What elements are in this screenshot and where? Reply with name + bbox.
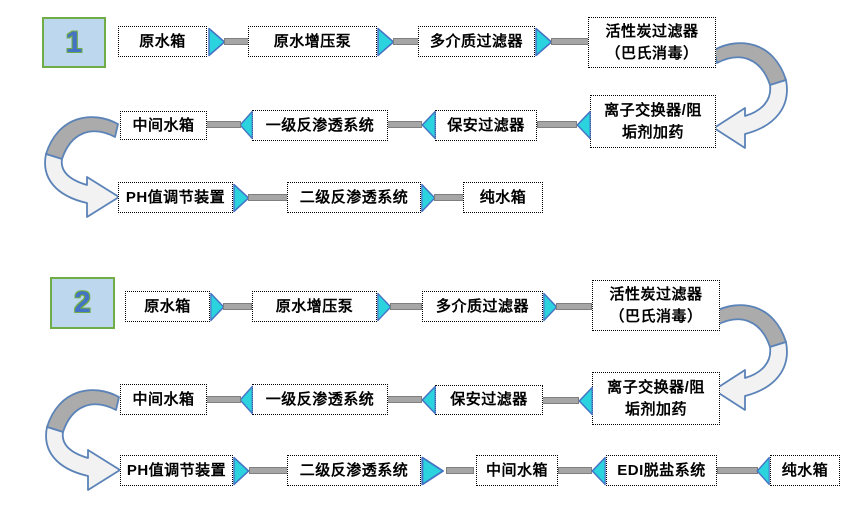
node-raw-water-tank: 原水箱 <box>125 291 210 322</box>
flow-arrow-left-icon <box>421 385 436 415</box>
node-pure-water-tank: 纯水箱 <box>770 455 840 486</box>
connector-bar <box>551 38 589 45</box>
connector-bar <box>556 303 592 310</box>
node-security-filter: 保安过滤器 <box>435 110 537 141</box>
node-raw-water-tank: 原水箱 <box>118 26 207 57</box>
flow-arrow-left-icon <box>756 456 770 486</box>
connector-bar <box>446 467 474 474</box>
flow-arrow-right-icon <box>421 183 436 213</box>
connector-bar <box>206 121 241 128</box>
flow-arrow-left-icon <box>239 110 253 140</box>
flow-arrow-left-icon <box>421 110 436 140</box>
connector-bar <box>248 194 288 201</box>
curved-arrow-down-right-icon <box>44 116 120 218</box>
node-edi-system: EDI脱盐系统 <box>606 455 717 486</box>
node-ph-adjuster: PH值调节装置 <box>120 455 233 486</box>
node-multimedia-filter: 多介质过滤器 <box>418 26 535 57</box>
flow-arrow-right-icon <box>377 27 395 57</box>
curved-arrow-down-right-icon <box>45 389 121 491</box>
connector-bar <box>249 467 288 474</box>
connector-bar <box>434 194 465 201</box>
node-intermediate-tank: 中间水箱 <box>120 384 207 415</box>
node-ro-stage1: 一级反渗透系统 <box>252 110 388 141</box>
flow-arrow-left-icon <box>591 456 606 486</box>
curved-arrow-down-left-icon <box>713 304 788 411</box>
flow-arrow-right-icon <box>208 27 226 57</box>
connector-bar <box>558 467 592 474</box>
node-ro-stage2: 二级反渗透系统 <box>287 182 421 213</box>
connector-bar <box>537 121 577 128</box>
connector-bar <box>390 303 422 310</box>
connector-bar <box>387 121 422 128</box>
flow-arrow-right-icon <box>377 292 392 322</box>
node-multimedia-filter: 多介质过滤器 <box>422 291 543 322</box>
node-carbon-filter: 活性炭过滤器 （巴氏消毒） <box>588 17 716 68</box>
connector-bar <box>393 38 419 45</box>
flow-1-badge: 1 <box>42 17 106 68</box>
node-ro-stage2: 二级反渗透系统 <box>287 455 421 486</box>
flow-arrow-right-icon <box>421 456 444 486</box>
node-ion-exchanger: 离子交换器/阻 垢剂加药 <box>590 95 716 148</box>
connector-bar <box>541 397 579 404</box>
flow-arrow-right-icon <box>233 183 250 213</box>
node-pure-water-tank: 纯水箱 <box>463 182 543 213</box>
flow-arrow-left-icon <box>576 110 591 140</box>
flow-arrow-right-icon <box>210 292 225 322</box>
node-carbon-filter: 活性炭过滤器 （巴氏消毒） <box>592 280 720 331</box>
node-booster-pump: 原水增压泵 <box>252 291 377 322</box>
flow-arrow-left-icon <box>578 386 593 416</box>
node-intermediate-tank-2: 中间水箱 <box>476 455 558 486</box>
node-ion-exchanger: 离子交换器/阻 垢剂加药 <box>592 372 720 425</box>
flow-arrow-left-icon <box>239 385 253 415</box>
flow-arrow-right-icon <box>233 456 250 486</box>
node-booster-pump: 原水增压泵 <box>248 26 377 57</box>
connector-bar <box>224 38 249 45</box>
node-ph-adjuster: PH值调节装置 <box>118 182 233 213</box>
curved-arrow-down-left-icon <box>713 42 788 149</box>
node-ro-stage1: 一级反渗透系统 <box>252 384 388 415</box>
flow-arrow-right-icon <box>543 292 558 322</box>
connector-bar <box>387 396 422 403</box>
connector-bar <box>206 396 241 403</box>
connector-bar <box>223 303 252 310</box>
node-security-filter: 保安过滤器 <box>435 385 543 415</box>
connector-bar <box>717 467 758 474</box>
node-intermediate-tank: 中间水箱 <box>120 111 207 140</box>
flow-2-badge: 2 <box>50 277 115 329</box>
flow-arrow-right-icon <box>535 27 553 57</box>
